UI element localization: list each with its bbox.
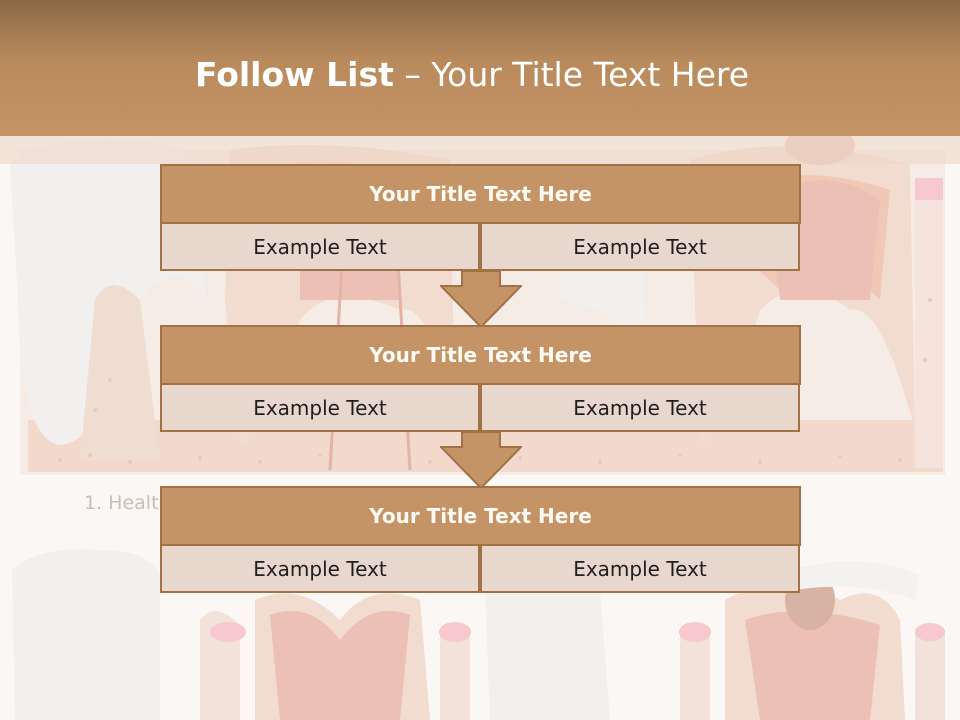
block-left-text: Example Text <box>160 222 480 271</box>
block-title: Your Title Text Here <box>160 325 801 385</box>
down-arrow-icon <box>440 431 522 489</box>
header-strip <box>0 136 960 164</box>
list-block-1: Your Title Text Here Example Text Exampl… <box>160 164 801 271</box>
block-title: Your Title Text Here <box>160 164 801 224</box>
slide-title: Follow List – Your Title Text Here <box>0 52 944 98</box>
block-left-text: Example Text <box>160 544 480 593</box>
list-block-3: Your Title Text Here Example Text Exampl… <box>160 486 801 593</box>
slide-title-bold: Follow List <box>194 55 394 94</box>
block-right-text: Example Text <box>480 222 800 271</box>
block-title: Your Title Text Here <box>160 486 801 546</box>
background-caption-left: 1. Healt <box>84 492 159 514</box>
block-right-text: Example Text <box>480 383 800 432</box>
block-left-text: Example Text <box>160 383 480 432</box>
slide-title-rest: – Your Title Text Here <box>393 55 750 94</box>
header-bar <box>0 0 960 136</box>
block-right-text: Example Text <box>480 544 800 593</box>
down-arrow-icon <box>440 270 522 328</box>
list-block-2: Your Title Text Here Example Text Exampl… <box>160 325 801 432</box>
